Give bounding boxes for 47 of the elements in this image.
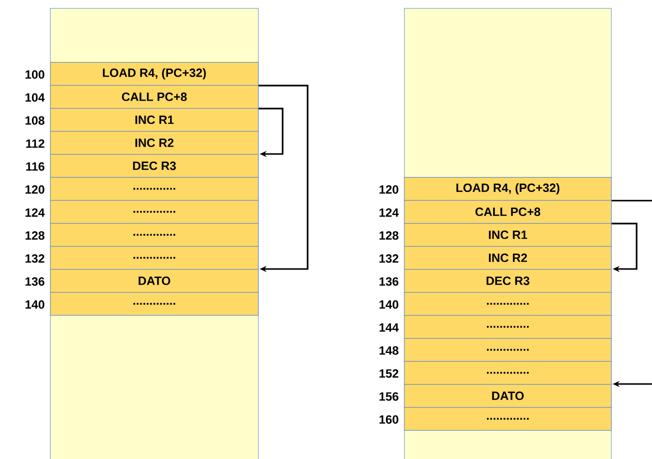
memory-cell: ............. (404, 292, 612, 316)
memory-cell: INC R1 (50, 108, 259, 132)
memory-cell: DEC R3 (404, 269, 612, 293)
address-label: 116 (26, 162, 44, 171)
memory-cell: ............. (50, 246, 259, 270)
address-label: 120 (26, 185, 44, 194)
address-label: 132 (26, 254, 44, 263)
address-label: 148 (380, 346, 398, 355)
memory-cell: CALL PC+8 (404, 200, 612, 224)
address-label: 140 (380, 300, 398, 309)
address-label: 128 (26, 231, 44, 240)
memory-cell: INC R2 (404, 246, 612, 270)
memory-cell: LOAD R4, (PC+32) (404, 177, 612, 201)
memory-cell: ............. (50, 177, 259, 201)
memory-cell: INC R1 (404, 223, 612, 247)
address-label: 152 (380, 369, 398, 378)
address-label: 140 (26, 300, 44, 309)
memory-cell: LOAD R4, (PC+32) (50, 62, 259, 86)
address-label: 160 (380, 415, 398, 424)
memory-cell: ............. (50, 292, 259, 316)
memory-cell: ............. (50, 223, 259, 247)
address-label: 132 (380, 254, 398, 263)
memory-cell: DEC R3 (50, 154, 259, 178)
address-label: 124 (380, 208, 399, 217)
address-label: 128 (380, 231, 398, 240)
memory-cell: DATO (404, 384, 612, 408)
address-label: 108 (26, 116, 44, 125)
memory-cell: DATO (50, 269, 259, 293)
memory-cell: CALL PC+8 (50, 85, 259, 109)
address-label: 112 (26, 139, 44, 148)
memory-cell: ............. (404, 315, 612, 339)
address-label: 156 (380, 392, 398, 401)
address-label: 124 (26, 208, 45, 217)
memory-cell: INC R2 (50, 131, 259, 155)
memory-cell: ............. (404, 361, 612, 385)
address-label: 136 (26, 277, 44, 286)
arrow (258, 84, 308, 272)
address-label: 144 (380, 323, 399, 332)
memory-cell: ............. (404, 407, 612, 431)
memory-cell: ............. (50, 200, 259, 224)
address-label: 104 (26, 93, 45, 102)
address-label: 100 (26, 70, 44, 79)
memory-cell: ............. (404, 338, 612, 362)
address-label: 136 (380, 277, 398, 286)
address-label: 120 (380, 185, 398, 194)
arrow (612, 222, 638, 272)
arrow (258, 108, 284, 158)
